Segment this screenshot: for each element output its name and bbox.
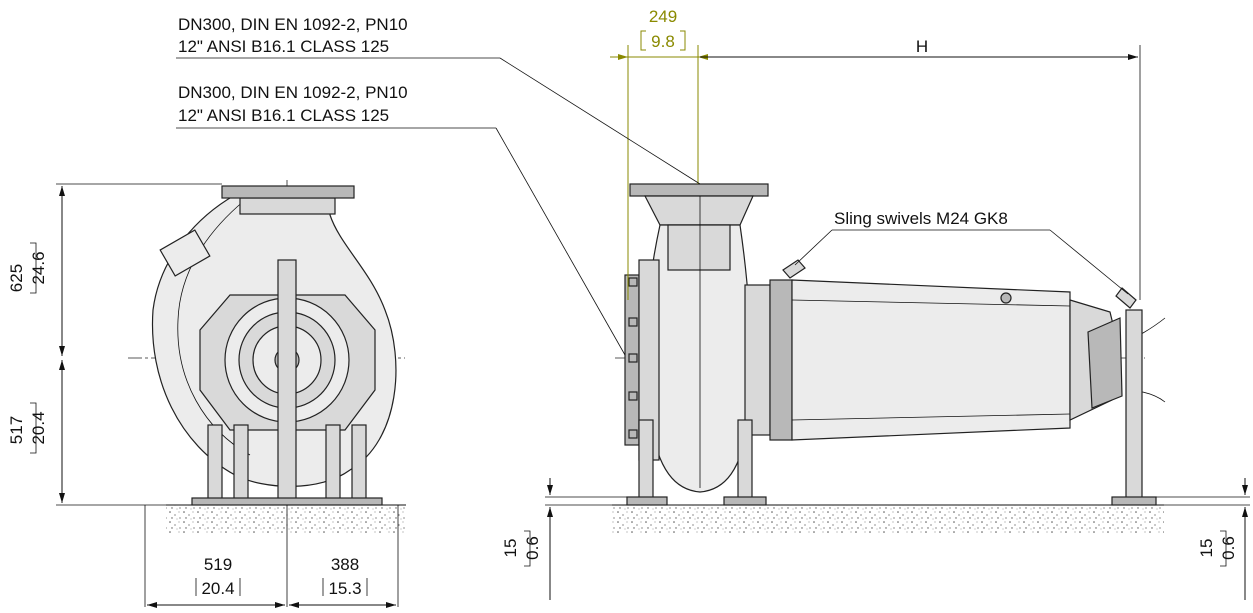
callouts: DN300, DIN EN 1092-2, PN10 12" ANSI B16.…	[176, 15, 1129, 356]
flange-a-line2: 12" ANSI B16.1 CLASS 125	[178, 37, 389, 56]
front-view	[128, 180, 405, 506]
sling-swivel-right	[1115, 287, 1137, 309]
dim-h-label: H	[916, 37, 928, 56]
dim-388-in: 15.3	[328, 579, 361, 598]
dim-249-in: 9.8	[651, 32, 675, 51]
dim-625-in: 24.6	[29, 251, 48, 284]
dim-517-mm: 517	[7, 416, 26, 444]
dim-388-mm: 388	[331, 555, 359, 574]
sling-swivel-left	[782, 259, 806, 279]
side-dimensions: 249 9.8 H 15 0.6 15 0.6	[501, 7, 1250, 600]
flange-b-line2: 12" ANSI B16.1 CLASS 125	[178, 106, 389, 125]
dim-517-in: 20.4	[29, 411, 48, 444]
front-dimensions: 625 24.6 517 20.4 519 20.4 388 15.3	[7, 183, 399, 608]
dim-base-right-in: 0.6	[1219, 536, 1238, 560]
side-view	[615, 183, 1166, 506]
sling-swivels-label: Sling swivels M24 GK8	[834, 209, 1008, 228]
dim-base-left-mm: 15	[501, 539, 520, 558]
dim-519-in: 20.4	[201, 579, 234, 598]
dim-base-right-mm: 15	[1197, 539, 1216, 558]
flange-bolts	[628, 277, 638, 439]
dim-625-mm: 625	[7, 264, 26, 292]
flange-a-line1: DN300, DIN EN 1092-2, PN10	[178, 15, 408, 34]
flange-b-line1: DN300, DIN EN 1092-2, PN10	[178, 83, 408, 102]
dim-base-left-in: 0.6	[523, 536, 542, 560]
ground-front	[166, 504, 406, 533]
dim-249-mm: 249	[649, 7, 677, 26]
dim-519-mm: 519	[204, 555, 232, 574]
ground-side	[612, 504, 1164, 533]
